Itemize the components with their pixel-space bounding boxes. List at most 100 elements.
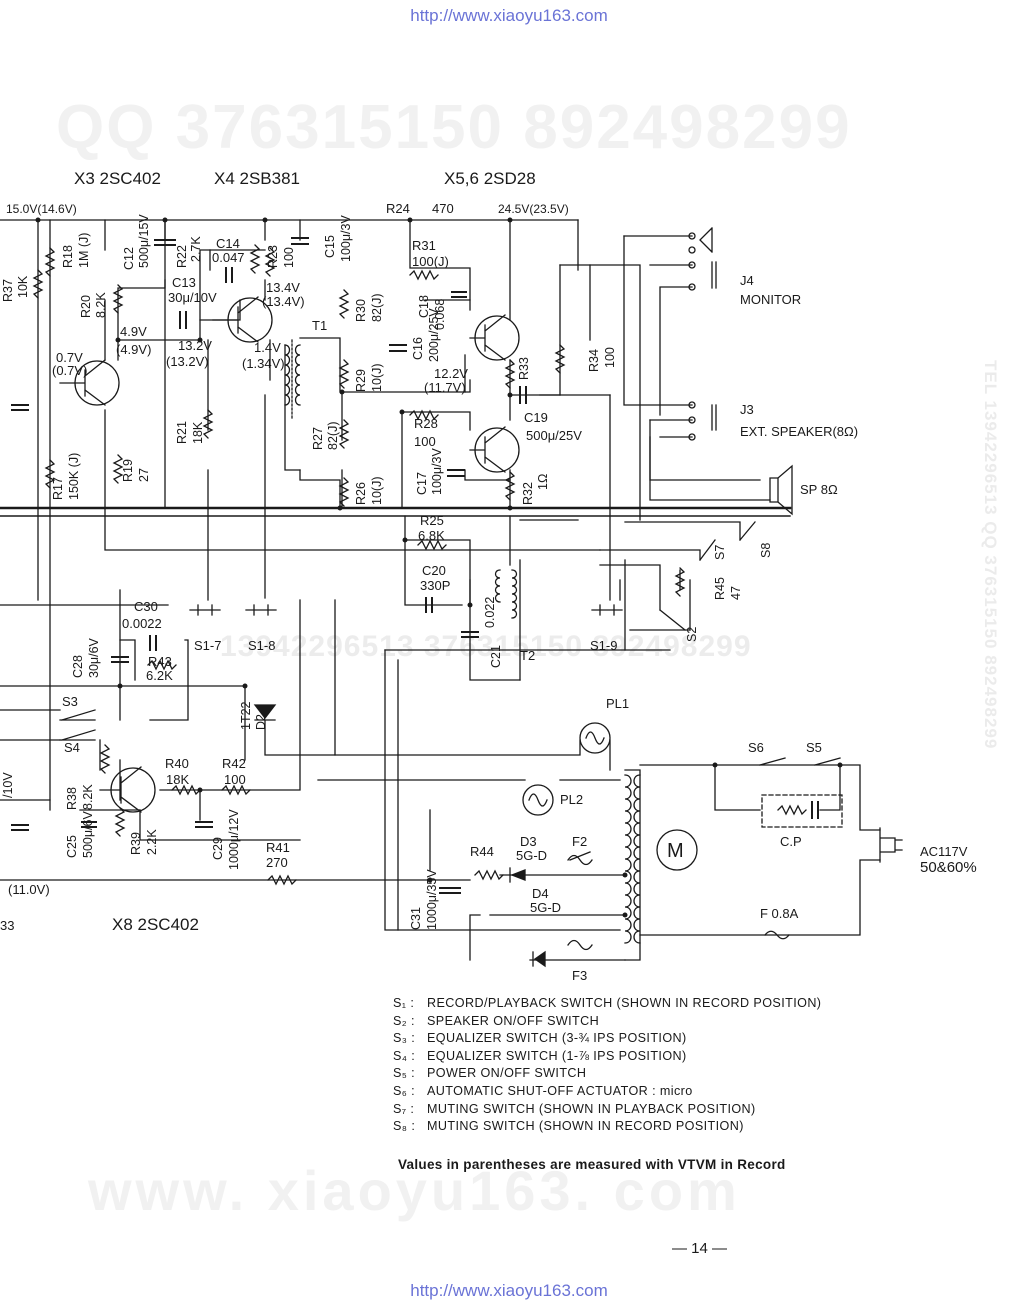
- r45-label: R45: [713, 577, 727, 600]
- pl1-label: PL1: [606, 696, 629, 711]
- c12-value: 500μ/15V: [137, 214, 151, 268]
- r26-label: R26: [354, 482, 368, 505]
- switch-legend: S₁ :RECORD/PLAYBACK SWITCH (SHOWN IN REC…: [393, 996, 821, 1137]
- c15-label: C15: [323, 235, 337, 258]
- r29-label: R29: [354, 369, 368, 392]
- r45-value: 47: [729, 586, 743, 600]
- r37-label: R37: [1, 279, 15, 302]
- capacitor-symbols: [11, 237, 819, 894]
- d3-value: 5G-D: [516, 848, 547, 863]
- c30-label: C30: [134, 599, 158, 614]
- s6-label: S6: [748, 740, 764, 755]
- r30-value: 82(J): [370, 294, 384, 322]
- r32-value: 1Ω: [536, 474, 550, 490]
- v49-label: 4.9V: [120, 324, 147, 339]
- r27-label: R27: [311, 427, 325, 450]
- r37-value: 10K: [16, 275, 30, 298]
- legend-text: MUTING SWITCH (SHOWN IN PLAYBACK POSITIO…: [427, 1101, 756, 1116]
- v132-paren: (13.2V): [166, 354, 209, 369]
- v132-label: 13.2V: [178, 338, 212, 353]
- v245-label: 24.5V(23.5V): [498, 202, 569, 216]
- r19-value: 27: [137, 468, 151, 482]
- s7-label: S7: [713, 545, 727, 560]
- legend-row: S₇ : MUTING SWITCH (SHOWN IN PLAYBACK POS…: [393, 1102, 821, 1120]
- resistor-symbols: [32, 244, 807, 886]
- c31-label: C31: [409, 907, 423, 930]
- r38-label: R38: [65, 787, 79, 810]
- j3-label: J3: [740, 402, 754, 417]
- c25-label: C25: [65, 835, 79, 858]
- r24-label: R24: [386, 201, 410, 216]
- left-10v: /10V: [1, 772, 15, 798]
- r39-value: 2.2K: [145, 829, 159, 855]
- wiring: [0, 219, 881, 961]
- r34-label: R34: [587, 349, 601, 372]
- legend-row: S₆ :AUTOMATIC SHUT-OFF ACTUATOR : micro: [393, 1084, 821, 1102]
- r23-label: R23: [266, 245, 280, 268]
- vtvm-note: Values in parentheses are measured with …: [398, 1157, 786, 1172]
- v07-label: 0.7V: [56, 350, 83, 365]
- v49-paren: (4.9V): [116, 342, 151, 357]
- c28-value: 30μ/6V: [87, 637, 101, 678]
- watermark-qq: QQ 376315150 892498299: [56, 93, 852, 162]
- d3-label: D3: [520, 834, 537, 849]
- footer-url[interactable]: http://www.xiaoyu163.com: [410, 1281, 608, 1300]
- r41-value: 270: [266, 855, 288, 870]
- c16-label: C16: [411, 337, 425, 360]
- r24-value: 470: [432, 201, 454, 216]
- sp-label: SP 8Ω: [800, 482, 838, 497]
- r38-value: 8.2K: [81, 784, 95, 810]
- t2-label: T2: [520, 648, 535, 663]
- watermark-side: TEL 13942296513 QQ 376315150 892498299: [981, 360, 1000, 750]
- j3-value: EXT. SPEAKER(8Ω): [740, 424, 858, 439]
- r28-label: R28: [414, 416, 438, 431]
- watermark-site: www. xiaoyu163. com: [88, 1159, 741, 1222]
- r44-label: R44: [470, 844, 494, 859]
- legend-row: S₃ :EQUALIZER SWITCH (3-¾ IPS POSITION): [393, 1031, 821, 1049]
- legend-key: S₈ :: [393, 1119, 416, 1134]
- legend-key: S₃ :: [393, 1031, 416, 1046]
- legend-text: SPEAKER ON/OFF SWITCH: [427, 1013, 600, 1028]
- left-33: 33: [0, 918, 14, 933]
- v14-label: 1.4V: [254, 340, 281, 355]
- r32-label: R32: [521, 482, 535, 505]
- r23-value: 100: [282, 247, 296, 268]
- c21-label: C21: [489, 645, 503, 668]
- r29-value: 10(J): [370, 364, 384, 392]
- labels: X3 2SC402 X4 2SB381 X5,6 2SD28 X8 2SC402…: [0, 169, 977, 983]
- r41-label: R41: [266, 840, 290, 855]
- motor-label: M: [667, 840, 684, 862]
- coil-symbols: [284, 339, 641, 944]
- legend-key: S₁ :: [393, 996, 415, 1010]
- r40-value: 18K: [166, 772, 189, 787]
- c18-label: C18: [417, 295, 431, 318]
- c20-label: C20: [422, 563, 446, 578]
- j4-label: J4: [740, 273, 754, 288]
- s18-label: S1-8: [248, 638, 275, 653]
- d2-label: D2: [254, 714, 268, 730]
- legend-text: POWER ON/OFF SWITCH: [427, 1066, 587, 1081]
- r19-label: R19: [121, 459, 135, 482]
- r26-value: 10(J): [370, 477, 384, 505]
- c12-label: C12: [122, 247, 136, 270]
- s19-label: S1-9: [590, 638, 617, 653]
- legend-key: S₇ :: [393, 1101, 415, 1116]
- header-url[interactable]: http://www.xiaoyu163.com: [410, 6, 608, 25]
- f-label: F 0.8A: [760, 906, 799, 921]
- t1-label: T1: [312, 318, 327, 333]
- misc-symbols: [35, 217, 903, 968]
- x4-label: X4 2SB381: [214, 169, 300, 188]
- r43-value: 6.2K: [146, 668, 173, 683]
- r31-value: 100(J): [412, 254, 449, 269]
- r18-value: 1M (J): [77, 233, 91, 268]
- d2-value: 1T22: [239, 701, 253, 730]
- v14-paren: (1.34V): [242, 356, 285, 371]
- r18-label: R18: [61, 245, 75, 268]
- r22-value: 2.7K: [189, 236, 203, 262]
- r22-label: R22: [175, 245, 189, 268]
- c21-value: 0.022: [483, 597, 497, 628]
- c15-value: 100μ/3V: [339, 215, 353, 262]
- legend-row: S₈ :MUTING SWITCH (SHOWN IN RECORD POSIT…: [393, 1119, 821, 1137]
- v15-label: 15.0V(14.6V): [6, 202, 77, 216]
- v134-paren: (13.4V): [262, 294, 305, 309]
